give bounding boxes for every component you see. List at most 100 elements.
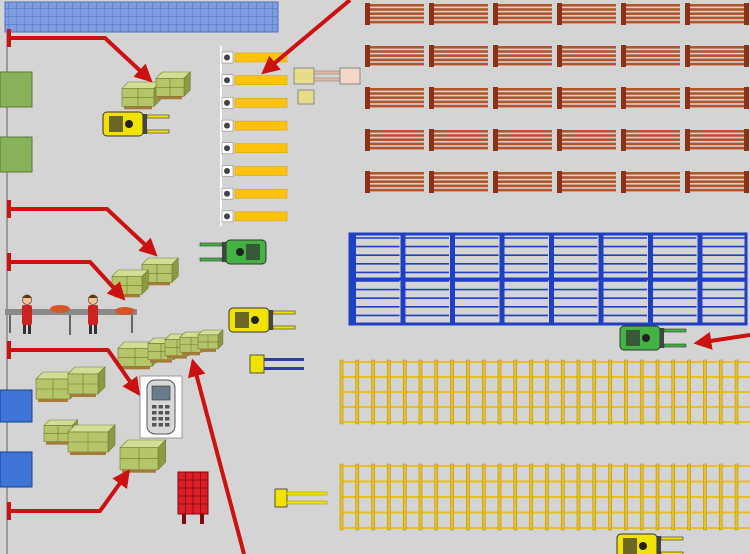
steel-rack-bay: [429, 45, 488, 67]
steel-rack-bay: [621, 171, 680, 193]
dock-sensor-icon: [224, 122, 230, 129]
blue-rack-bay: [549, 234, 598, 324]
loading-lane: [221, 187, 288, 200]
blue-rack-bay: [499, 234, 548, 324]
carton-stack-icon: [67, 366, 106, 397]
steel-rack-area: [365, 3, 749, 193]
packing-table: [5, 309, 137, 315]
blue-rack-bay: [400, 234, 449, 324]
steel-rack-bay: [621, 129, 680, 151]
steel-rack-bay: [429, 3, 488, 25]
dock-sensor-icon: [224, 213, 230, 220]
callout-arrow-icon: [9, 260, 126, 301]
top-storage-block: [4, 1, 279, 33]
callout-arrow-icon: [261, 0, 352, 75]
steel-rack-bay: [685, 3, 744, 25]
steel-rack-bay: [557, 87, 616, 109]
steel-rack-bay: [365, 171, 424, 193]
blue-pallet-rack: [348, 232, 748, 326]
steel-rack-bay: [365, 45, 424, 67]
worker-icon: [88, 294, 98, 334]
dock-sensor-icon: [224, 54, 230, 61]
callout-arrow-icon: [9, 207, 158, 257]
steel-rack-row: [365, 87, 749, 109]
steel-rack-bay: [685, 171, 744, 193]
steel-rack-row: [365, 129, 749, 151]
blue-rack-bay: [450, 234, 499, 324]
steel-rack-bay: [621, 3, 680, 25]
packing-station: [5, 305, 137, 335]
forklift-icon: [102, 111, 170, 137]
steel-rack-bay: [557, 171, 616, 193]
parcel-item: [50, 305, 70, 313]
dock-sensor-icon: [224, 168, 230, 174]
steel-rack-bay: [557, 3, 616, 25]
steel-rack-bay: [685, 45, 744, 67]
handheld-scanner-icon: [139, 375, 183, 439]
carton-stack-icon: [119, 439, 167, 473]
carton-stack-icon: [67, 424, 116, 455]
carton-stack-icon: [43, 419, 79, 445]
loading-lane: [221, 74, 288, 86]
loading-lane: [221, 119, 288, 132]
steel-rack-bay: [685, 87, 744, 109]
steel-rack-bay: [493, 45, 552, 67]
steel-rack-row: [365, 171, 749, 193]
loading-lane: [221, 97, 288, 109]
carton-stacks: [35, 71, 224, 473]
blue-rack-bay: [697, 234, 746, 324]
steel-rack-bay: [493, 171, 552, 193]
steel-rack-bay: [557, 129, 616, 151]
steel-rack-bay: [493, 87, 552, 109]
dock-group: [0, 71, 33, 488]
yellow-storage-row: [339, 359, 750, 425]
steel-rack-bay: [365, 129, 424, 151]
steel-rack-bay: [493, 3, 552, 25]
worker-icon: [22, 294, 32, 334]
yellow-floor-storage: [339, 359, 750, 531]
forklift-icon: [619, 325, 687, 351]
steel-rack-bay: [365, 3, 424, 25]
pallet-jack-icon: [249, 354, 304, 374]
dock-door-blue-1: [0, 389, 33, 423]
callout-arrow-icon: [9, 348, 141, 396]
loading-lane: [221, 165, 288, 177]
callout-arrows: [7, 0, 750, 554]
steel-rack-bay: [557, 45, 616, 67]
steel-rack-bay: [621, 87, 680, 109]
yellow-storage-row: [339, 463, 750, 531]
loading-lane: [221, 142, 288, 155]
steel-rack-bay: [429, 171, 488, 193]
dock-sensor-icon: [224, 145, 230, 152]
reach-truck-icon: [293, 67, 361, 105]
dock-sensor-icon: [224, 190, 230, 197]
callout-arrow-icon: [693, 331, 750, 350]
dock-sensor-icon: [224, 77, 230, 84]
dock-door-blue-2: [0, 451, 33, 488]
forklift-icon: [616, 533, 684, 554]
forklift-icon: [199, 239, 267, 265]
carton-stack-icon: [197, 329, 224, 352]
steel-rack-bay: [365, 87, 424, 109]
dock-door-green-1: [0, 71, 33, 108]
callout-arrow-icon: [9, 469, 131, 513]
blue-rack-bay: [351, 234, 400, 324]
steel-rack-bay: [493, 129, 552, 151]
blue-rack-bay: [648, 234, 697, 324]
steel-rack-bay: [429, 87, 488, 109]
callout-arrow-icon: [9, 36, 153, 83]
carton-stack-icon: [121, 81, 162, 110]
pallet-jack-icon: [274, 488, 328, 508]
vehicles: [102, 67, 687, 554]
callout-arrow-icon: [187, 358, 246, 554]
loading-lane: [221, 210, 288, 223]
loading-lanes: [220, 46, 288, 226]
loading-lane: [221, 51, 288, 64]
workers: [22, 294, 98, 334]
blue-rack-bay: [598, 234, 647, 324]
parcel-item: [115, 307, 135, 315]
steel-rack-row: [365, 3, 749, 25]
carton-stack-icon: [155, 71, 192, 100]
